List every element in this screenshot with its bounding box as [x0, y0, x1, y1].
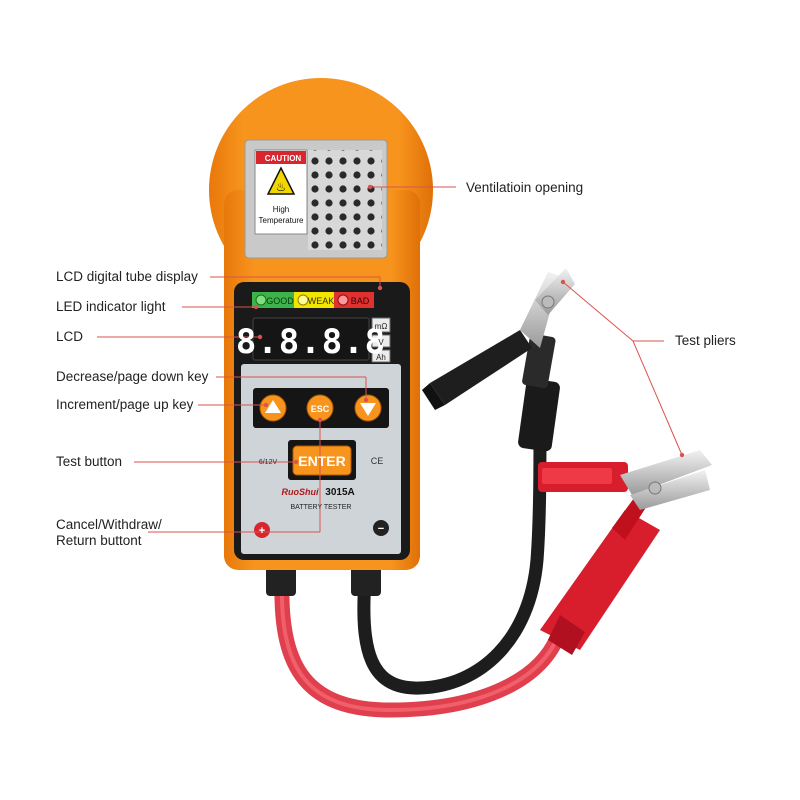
label-decrease: Decrease/page down key — [56, 369, 209, 384]
black-test-plier — [422, 268, 575, 452]
hot-text-line2: Temperature — [259, 216, 304, 225]
svg-text:♨: ♨ — [276, 180, 287, 194]
unit-v-label: V — [378, 338, 384, 347]
label-cancel-line1: Cancel/Withdraw/ — [56, 517, 162, 532]
label-increment: Increment/page up key — [56, 397, 194, 412]
label-test-button: Test button — [56, 454, 123, 469]
lcd-digits: 8.8.8.8 — [236, 322, 386, 362]
product-label: BATTERY TESTER — [291, 504, 352, 511]
label-lcd-tube: LCD digital tube display — [56, 269, 198, 284]
leader-lines — [97, 186, 683, 533]
hot-text-line1: High — [273, 205, 289, 214]
red-test-plier — [538, 450, 712, 655]
up-arrow-icon — [265, 400, 281, 413]
label-ventilation: Ventilatioin opening — [466, 180, 584, 195]
esc-label: ESC — [311, 404, 330, 414]
unit-ah-box — [371, 349, 391, 363]
label-pliers: Test pliers — [675, 333, 736, 348]
label-lcd: LCD — [56, 329, 84, 344]
minus-sign: − — [378, 523, 384, 535]
red-cable — [274, 572, 568, 718]
ce-mark: CE — [371, 456, 384, 466]
led-weak-label: WEAK — [308, 296, 335, 306]
minus-terminal-icon — [373, 520, 389, 536]
unit-mohm-box — [371, 317, 391, 333]
led-weak-icon — [297, 294, 309, 306]
unit-ah-label: Ah — [376, 353, 386, 362]
unit-mohm-label: mΩ — [375, 322, 388, 331]
caution-text: CAUTION — [265, 154, 302, 163]
voltage-note: 6/12V — [259, 459, 278, 466]
black-cable — [357, 413, 547, 695]
lcd-digital-display — [252, 317, 370, 361]
plus-terminal-icon — [254, 522, 270, 538]
brand-label: RuoShui — [282, 487, 319, 497]
led-good-label: GOOD — [266, 296, 294, 306]
led-indicator-strip — [252, 292, 374, 308]
down-arrow-icon — [360, 403, 376, 416]
led-good-icon — [255, 294, 267, 306]
label-led: LED indicator light — [56, 299, 166, 314]
leader-dots — [253, 184, 685, 465]
led-bad-icon — [337, 294, 349, 306]
enter-label: ENTER — [298, 453, 345, 469]
model-label: 3015A — [325, 487, 354, 498]
label-cancel-line2: Return buttont — [56, 533, 142, 548]
led-bad-label: BAD — [351, 296, 370, 306]
plus-sign: + — [259, 525, 265, 537]
unit-v-box — [371, 334, 391, 348]
caution-sticker: ♨ — [254, 149, 308, 235]
enter-key[interactable] — [292, 445, 352, 476]
